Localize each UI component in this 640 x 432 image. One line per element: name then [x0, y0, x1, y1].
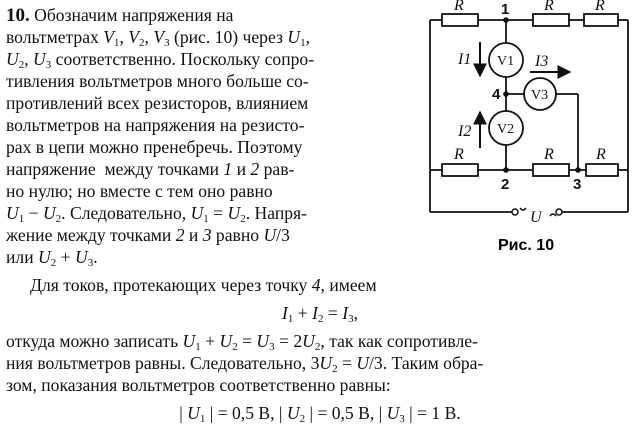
- node-3-dot: [575, 167, 581, 173]
- text-line-3: U2, U3 соответственно. Поскольку сопро-: [6, 49, 315, 71]
- voltmeter-v3-icon: [523, 77, 557, 111]
- text-line-2: вольтметрах V1, V2, V3 (рис. 10) через U…: [6, 27, 310, 49]
- node-label-2: 2: [501, 176, 509, 193]
- circuit-wires: [429, 19, 629, 213]
- text-line-10: U1 − U2. Следовательно, U1 = U2. Напря-: [6, 203, 307, 225]
- node-1-dot: [503, 17, 509, 23]
- current-label-i1: I1: [457, 51, 471, 68]
- text-line-8: напряжение между точками 1 и 2 рав-: [6, 159, 295, 179]
- text-line-6: вольтметров на напряжения на резисто-: [6, 115, 305, 135]
- resistor-top-right: [583, 13, 619, 27]
- conclusion-line-2: ния вольтметров равны. Следовательно, 3U…: [6, 353, 484, 375]
- resistors: [441, 13, 619, 177]
- resistor-bottom-right: [585, 163, 619, 177]
- resistor-label-top-mid: R: [543, 0, 554, 14]
- voltmeter-label-v2: V2: [497, 122, 514, 137]
- problem-number: 10.: [6, 5, 30, 26]
- text-line-12: или U2 + U3.: [6, 247, 98, 269]
- voltmeter-label-v3: V3: [531, 88, 548, 103]
- resistor-label-top-right: R: [594, 0, 605, 14]
- node-label-1: 1: [501, 1, 509, 18]
- resistor-label-bottom-mid: R: [543, 146, 554, 163]
- voltmeter-v1-icon: [488, 42, 524, 78]
- resistor-top-left: [441, 13, 479, 27]
- conclusion-line-1: откуда можно записать U1 + U2 = U3 = 2U2…: [6, 331, 478, 353]
- node-4-dot: [503, 91, 509, 97]
- source-label: U: [530, 209, 543, 226]
- conclusion-line-3: зом, показания вольтметров соответственн…: [6, 375, 391, 395]
- text-line-11: жение между точками 2 и 3 равно U/3: [6, 225, 290, 245]
- resistor-bottom-mid: [532, 163, 570, 177]
- text-line-7: рах в цепи можно пренебречь. Поэтому: [6, 137, 303, 157]
- answer-line: | U1 | = 0,5 В, | U2 | = 0,5 В, | U3 | =…: [179, 403, 461, 425]
- text-line-9: но нулю; но вместе с тем оно равно: [6, 181, 273, 201]
- voltmeter-v2-icon: [488, 110, 524, 146]
- figure-caption: Рис. 10: [498, 237, 554, 254]
- text-line-4: тивления вольтметров много больше со-: [6, 71, 309, 91]
- voltmeter-label-v1: V1: [497, 54, 514, 69]
- node-label-3: 3: [573, 176, 581, 193]
- source-terminal-right: [555, 208, 563, 216]
- currents-intro: Для токов, протекающих через точку 4, им…: [30, 275, 377, 295]
- resistor-top-mid: [532, 13, 570, 27]
- source-terminal-left: [511, 208, 519, 216]
- current-equation: I1 + I2 = I3,: [282, 303, 358, 325]
- voltage-source: [511, 207, 563, 217]
- resistor-bottom-left: [441, 163, 479, 177]
- resistor-label-top-left: R: [453, 0, 464, 14]
- resistor-label-bottom-left: R: [453, 146, 464, 163]
- text-line-1: 10. Обозначим напряжения на: [6, 5, 234, 26]
- resistor-label-bottom-right: R: [595, 146, 606, 163]
- current-label-i2: I2: [457, 123, 471, 140]
- node-2-dot: [503, 167, 509, 173]
- circuit-figure: R R R R R R I1 I2 I3 U V1 V2 V3 1 2 3 4 …: [429, 0, 629, 254]
- current-label-i3: I3: [534, 53, 548, 70]
- text-line-5: противлений всех резисторов, влиянием: [6, 93, 309, 113]
- node-label-4: 4: [492, 86, 501, 103]
